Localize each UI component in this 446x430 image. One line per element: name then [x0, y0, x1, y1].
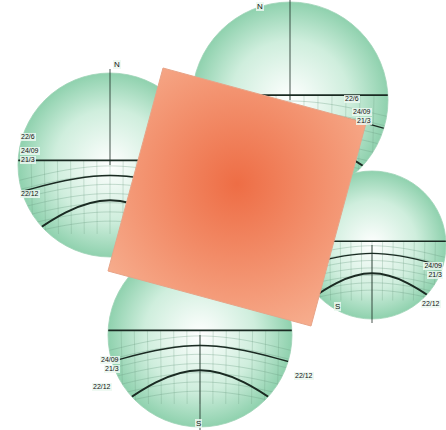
date-label: 22/6 [344, 95, 360, 103]
date-label: 21/3 [104, 365, 120, 373]
date-label: 24/09 [352, 108, 372, 116]
date-label: 22/12 [20, 190, 40, 198]
date-label: 24/09 [423, 262, 443, 270]
date-label: 22/12 [421, 300, 441, 308]
date-label: 21/3 [356, 117, 372, 125]
date-label: 22/6 [20, 133, 36, 141]
date-label: 22/12 [92, 383, 112, 391]
date-label: 22/12 [294, 372, 314, 380]
date-label: 21/3 [20, 156, 36, 164]
date-label: 21/3 [427, 271, 443, 279]
south-mark: S [334, 302, 341, 311]
date-label: 24/09 [100, 356, 120, 364]
building-plan [108, 68, 366, 326]
date-label: 24/09 [20, 147, 40, 155]
south-mark: S [195, 419, 202, 428]
north-mark: N [113, 60, 121, 69]
north-mark: N [256, 2, 264, 11]
